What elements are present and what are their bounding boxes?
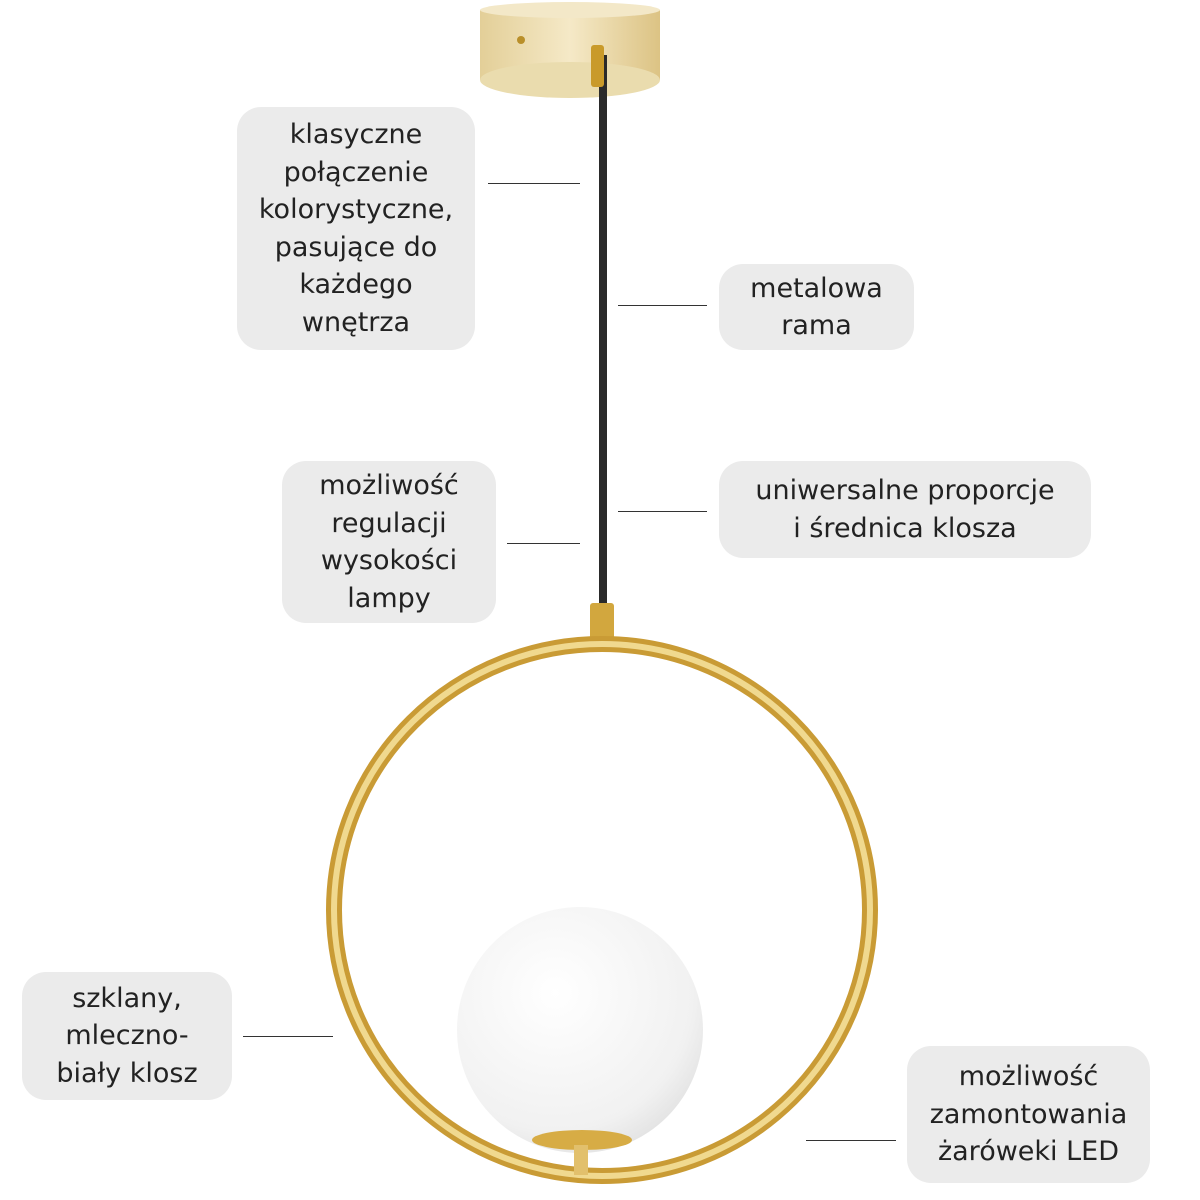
callout-text: biały klosz bbox=[56, 1057, 198, 1089]
glass-globe-shade bbox=[457, 907, 703, 1153]
callout-line-height bbox=[507, 543, 580, 544]
callout-text: mleczno- bbox=[65, 1020, 189, 1052]
callout-text: szklany, bbox=[72, 982, 182, 1014]
callout-proportions: uniwersalne proporcje i średnica klosza bbox=[719, 461, 1091, 558]
callout-text: zamontowania bbox=[929, 1098, 1128, 1130]
cable bbox=[599, 55, 607, 610]
globe-holder-cup bbox=[532, 1130, 632, 1175]
callout-text: lampy bbox=[347, 582, 431, 614]
callout-color: klasyczne połączenie kolorystyczne, pasu… bbox=[237, 107, 475, 350]
callout-text: każdego bbox=[299, 269, 413, 300]
callout-text: klasyczne bbox=[289, 119, 423, 150]
callout-text: pasujące do bbox=[274, 231, 438, 263]
callout-text: możliwość bbox=[319, 470, 459, 501]
callout-height: możliwość regulacji wysokości lampy bbox=[282, 461, 496, 623]
callout-line-frame bbox=[618, 305, 707, 306]
callout-text: metalowa bbox=[750, 272, 883, 304]
callout-line-proportions bbox=[618, 511, 707, 512]
callout-line-led bbox=[806, 1140, 896, 1141]
callout-text: połączenie bbox=[283, 156, 429, 188]
callout-text: rama bbox=[781, 310, 852, 341]
gold-ring-frame bbox=[326, 636, 878, 1184]
callout-text: wysokości bbox=[320, 545, 458, 576]
callout-text: uniwersalne proporcje bbox=[755, 475, 1055, 506]
callout-line-shade bbox=[243, 1036, 333, 1037]
callout-shade: szklany, mleczno- biały klosz bbox=[22, 972, 232, 1100]
callout-frame: metalowa rama bbox=[719, 264, 914, 350]
callout-led: możliwość zamontowania żaróweki LED bbox=[907, 1046, 1150, 1183]
callout-line-color bbox=[488, 183, 580, 184]
callout-text: wnętrza bbox=[301, 306, 411, 338]
ceiling-canopy bbox=[480, 2, 660, 98]
callout-text: żaróweki LED bbox=[937, 1136, 1120, 1168]
callout-text: kolorystyczne, bbox=[258, 194, 454, 225]
callout-text: regulacji bbox=[331, 507, 447, 539]
callout-text: możliwość bbox=[958, 1061, 1099, 1093]
cable-connector bbox=[590, 603, 614, 643]
callout-text: i średnica klosza bbox=[793, 512, 1017, 544]
cable-clamp-top bbox=[591, 45, 604, 87]
